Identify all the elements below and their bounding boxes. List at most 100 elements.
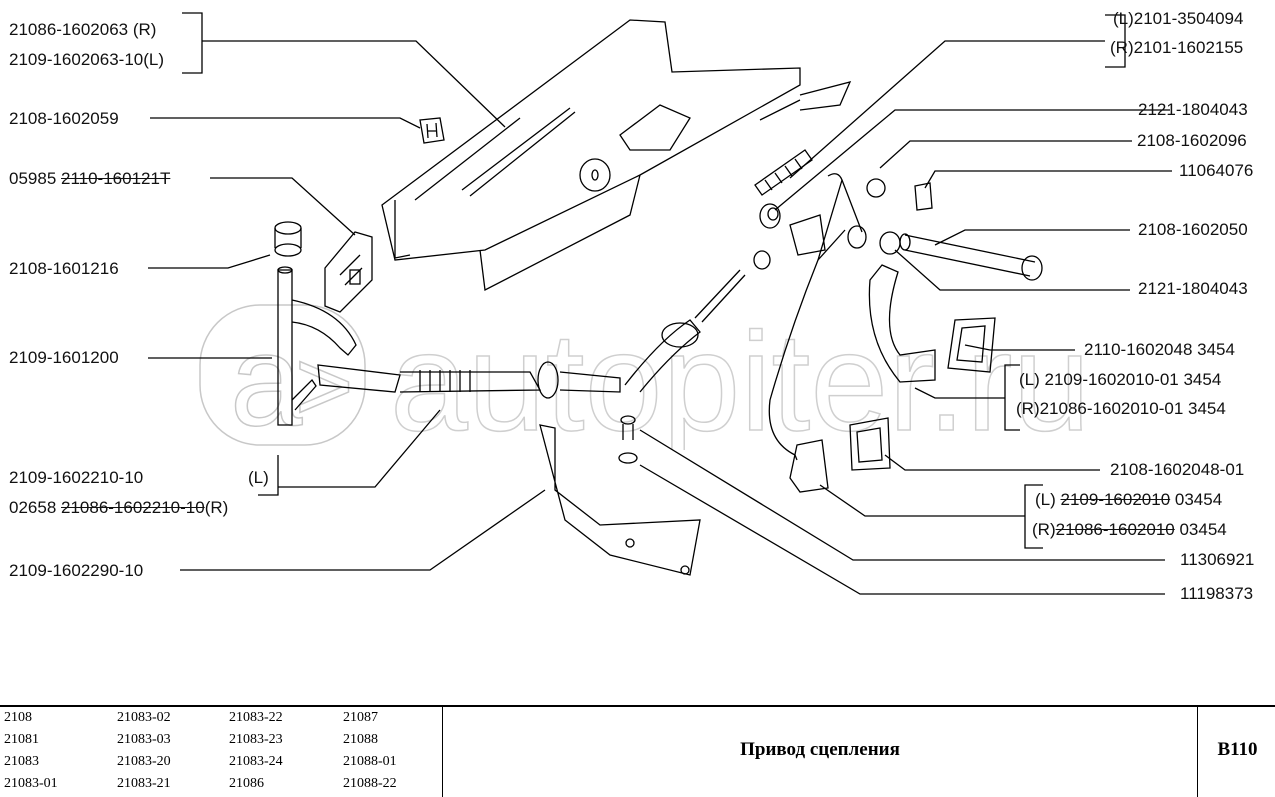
leader-axle: [934, 229, 1130, 246]
axle-part: [899, 233, 1043, 281]
label-frame-r: 21086-1602063 (R): [9, 20, 157, 39]
nut-part: [866, 178, 886, 198]
model-item: 21083-24: [229, 754, 283, 769]
label-old-pedal-r-number: 21086-1602010: [1055, 520, 1175, 539]
label-pad-cover-2: 2108-1602048-01: [1110, 460, 1245, 479]
label-bushing: 2108-1601216: [9, 259, 119, 278]
label-cable-r-prefix: 02658: [9, 498, 61, 517]
parts-drawing: [148, 12, 1172, 595]
model-item: 21088-01: [343, 754, 397, 769]
leader-bolt: [639, 429, 1165, 561]
label-frame-l: 2109-1602063-10(L): [9, 50, 165, 69]
model-item: 21083-22: [229, 710, 283, 725]
spring-part: [754, 149, 813, 196]
model-item: 21083-03: [117, 732, 171, 747]
clip-2-part: [914, 182, 933, 211]
fork-shaft-part: [277, 266, 357, 426]
model-item: 21088: [343, 732, 378, 747]
label-fork-shaft: 2109-1601200: [9, 348, 119, 367]
model-item: 21087: [343, 710, 378, 725]
cable-bracket-part: [539, 424, 701, 576]
model-item: 21088-22: [343, 776, 397, 791]
label-clip: 2108-1602059: [9, 109, 119, 128]
pad-cover-2-part: [849, 417, 891, 471]
label-pedal-l: (L) 2109-1602010-01 3454: [1019, 370, 1222, 389]
label-old-pedal-r-side: (R): [1032, 520, 1056, 539]
leader-frame: [202, 40, 506, 128]
page-code: B110: [1217, 739, 1258, 760]
label-old-pedal-r: (R)21086-1602010 03454: [1032, 520, 1227, 540]
leader-bush-2: [894, 249, 1130, 291]
model-list: 2108 21081 21083 21083-01 21083-02 21083…: [0, 707, 440, 797]
label-old-pedal-l: (L) 2109-1602010 03454: [1035, 490, 1222, 510]
bushing-part: [274, 221, 302, 257]
brake-pedal-part: [868, 264, 936, 383]
leader-pedal: [914, 387, 1005, 399]
label-spring-l: (L)2101-3504094: [1113, 9, 1244, 28]
model-item: 21083-01: [4, 776, 58, 791]
leader-washer: [639, 464, 1165, 595]
bracket-cable: [258, 455, 279, 496]
bolt-part: [620, 415, 636, 440]
leader-cable: [278, 409, 441, 488]
page-title: Привод сцепления: [740, 739, 900, 760]
model-item: 21083-20: [117, 754, 171, 769]
bush-1-part: [759, 203, 781, 229]
clutch-cable-part: [317, 250, 771, 399]
model-item: 21083-23: [229, 732, 283, 747]
label-cable-r-side: (R): [204, 498, 229, 517]
leader-bush-1: [774, 109, 1170, 211]
label-bush-1: 2121-1804043: [1138, 100, 1248, 119]
label-spring-r: (R)2101-1602155: [1110, 38, 1244, 57]
leader-nut: [879, 140, 1132, 169]
label-cable-r-old: 21086-1602210-10: [61, 498, 205, 517]
leader-pad: [210, 177, 356, 236]
label-cable-l-side: (L): [248, 468, 269, 487]
model-item: 21086: [229, 776, 264, 791]
label-bush-2: 2121-1804043: [1138, 279, 1248, 298]
leader-old-pedal: [819, 484, 1025, 517]
pad-part: [324, 231, 373, 313]
clutch-pedal-part: [768, 173, 867, 493]
pedal-bracket-part: [381, 19, 852, 292]
leader-pad-cover: [964, 344, 1075, 351]
bracket-pedal: [1004, 364, 1020, 431]
label-nut: 2108-1602096: [1137, 131, 1247, 150]
bracket-frame: [182, 12, 203, 74]
label-pad-old: 2110-160121T: [61, 169, 171, 188]
label-bolt: 11306921: [1180, 550, 1255, 569]
label-axle: 2108-1602050: [1138, 220, 1248, 239]
label-old-pedal-l-side: (L): [1035, 490, 1061, 509]
leader-spring: [789, 40, 1105, 179]
label-old-pedal-l-code: 03454: [1170, 490, 1223, 509]
title-block: 2108 21081 21083 21083-01 21083-02 21083…: [0, 705, 1275, 797]
bush-2-part: [879, 231, 901, 255]
leader-clip: [150, 117, 421, 129]
label-pad: 05985 2110-160121T: [9, 169, 170, 189]
label-old-pedal-l-number: 2109-1602010: [1060, 490, 1171, 509]
pad-cover-part: [947, 317, 996, 373]
model-item: 21081: [4, 732, 39, 747]
label-washer: 11198373: [1180, 584, 1254, 603]
leader-pad-cover-2: [884, 454, 1100, 471]
label-pedal-r: (R)21086-1602010-01 3454: [1016, 399, 1226, 418]
label-bracket: 2109-1602290-10: [9, 561, 144, 580]
washer-part: [618, 452, 638, 464]
leader-bushing: [148, 254, 271, 269]
model-item: 2108: [4, 710, 32, 725]
leader-bracket: [180, 489, 546, 571]
model-item: 21083-21: [117, 776, 171, 791]
label-pad-prefix: 05985: [9, 169, 61, 188]
label-cable-l: 2109-1602210-10: [9, 468, 144, 487]
label-pad-cover: 2110-1602048 3454: [1084, 340, 1235, 359]
label-cable-r: 02658 21086-1602210-10(R): [9, 498, 228, 518]
label-clip-2: 11064076: [1179, 161, 1254, 180]
parts-diagram: a > autopiter.ru: [9, 9, 1255, 603]
divider: [1197, 707, 1198, 797]
leader-clip-2: [924, 170, 1172, 189]
model-item: 21083: [4, 754, 39, 769]
model-item: 21083-02: [117, 710, 171, 725]
clip-part: [419, 117, 445, 144]
bracket-spring: [1105, 14, 1126, 68]
divider: [442, 707, 443, 797]
